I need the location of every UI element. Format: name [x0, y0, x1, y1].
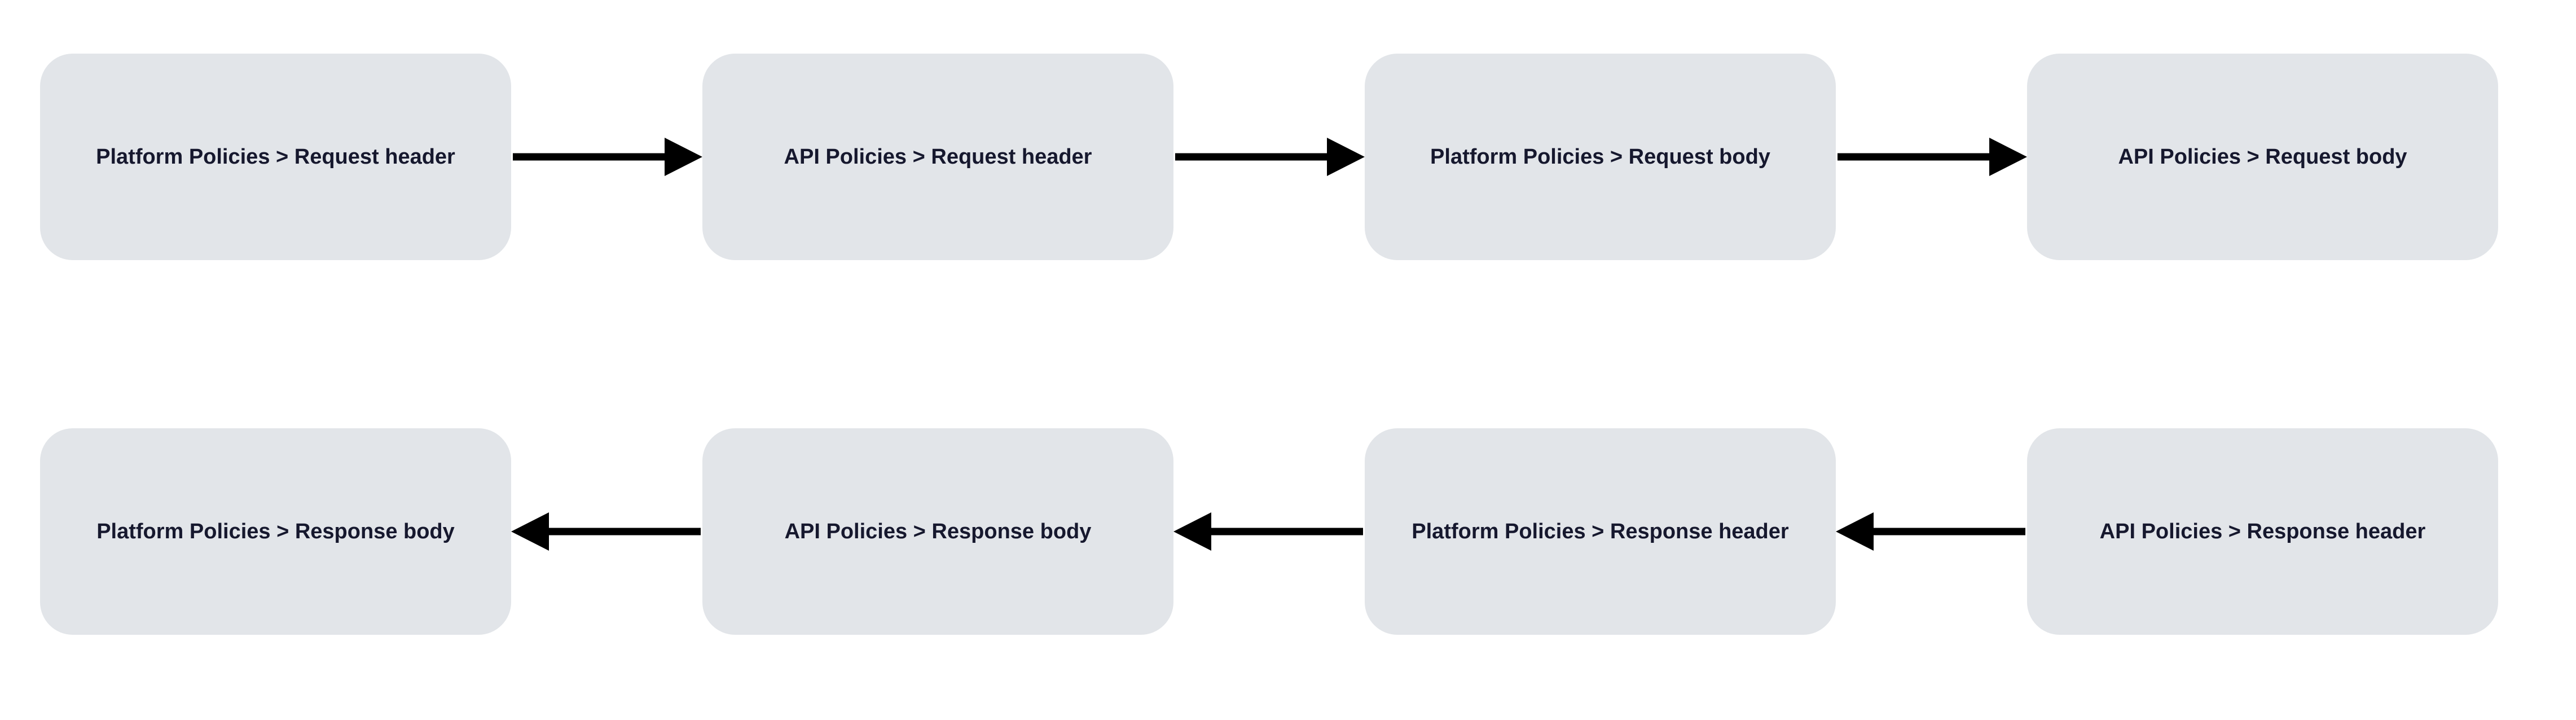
- node-label: Platform Policies > Request body: [1430, 144, 1770, 169]
- node-label: Platform Policies > Response body: [96, 519, 455, 543]
- node-label: API Policies > Request body: [2118, 144, 2407, 169]
- node-platform-policies-response-body: Platform Policies > Response body: [40, 428, 511, 635]
- arrow-left-icon: [511, 512, 701, 551]
- node-label: API Policies > Response header: [2099, 519, 2426, 543]
- node-platform-policies-response-header: Platform Policies > Response header: [1365, 428, 1836, 635]
- node-label: Platform Policies > Request header: [96, 144, 455, 169]
- request-flow-row: Platform Policies > Request header API P…: [40, 54, 2498, 260]
- node-api-policies-response-header: API Policies > Response header: [2027, 428, 2498, 635]
- node-label: API Policies > Request header: [784, 144, 1092, 169]
- arrow-left-icon: [1836, 512, 2025, 551]
- arrow-right-icon: [1838, 138, 2027, 176]
- node-api-policies-response-body: API Policies > Response body: [702, 428, 1173, 635]
- node-label: Platform Policies > Response header: [1412, 519, 1789, 543]
- node-api-policies-request-body: API Policies > Request body: [2027, 54, 2498, 260]
- node-api-policies-request-header: API Policies > Request header: [702, 54, 1173, 260]
- arrow-right-icon: [1175, 138, 1365, 176]
- arrow-right-icon: [513, 138, 702, 176]
- node-label: API Policies > Response body: [784, 519, 1092, 543]
- node-platform-policies-request-body: Platform Policies > Request body: [1365, 54, 1836, 260]
- node-platform-policies-request-header: Platform Policies > Request header: [40, 54, 511, 260]
- arrow-left-icon: [1173, 512, 1363, 551]
- response-flow-row: Platform Policies > Response body API Po…: [40, 428, 2498, 635]
